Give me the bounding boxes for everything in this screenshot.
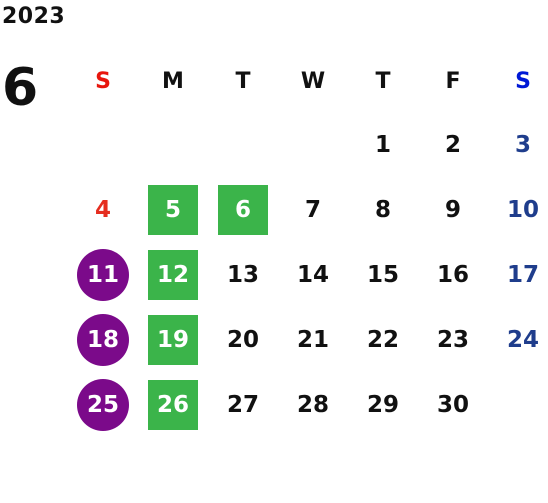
day-cell[interactable]: 13 [208, 242, 278, 307]
day-number: 28 [296, 391, 329, 418]
day-number: 14 [296, 261, 329, 288]
day-number: 8 [374, 196, 391, 223]
day-number: 11 [77, 248, 129, 301]
day-cell-empty [138, 112, 208, 177]
day-number: 16 [436, 261, 469, 288]
day-cell[interactable]: 1 [348, 112, 418, 177]
day-number: 5 [148, 184, 198, 235]
day-number: 22 [366, 326, 399, 353]
day-cell-empty [208, 112, 278, 177]
day-cell[interactable]: 7 [278, 177, 348, 242]
day-number: 25 [77, 378, 129, 431]
weekday-tuesday: T [235, 68, 251, 94]
day-cell[interactable]: 9 [418, 177, 488, 242]
day-number: 2 [444, 131, 461, 158]
month-number: 6 [2, 58, 39, 118]
day-cell-empty [68, 112, 138, 177]
day-number: 12 [148, 249, 198, 300]
day-number: 23 [436, 326, 469, 353]
day-number: 13 [226, 261, 259, 288]
day-number: 18 [77, 313, 129, 366]
day-cell-sunday[interactable]: 4 [68, 177, 138, 242]
day-number: 3 [514, 131, 531, 158]
day-cell-empty [278, 112, 348, 177]
weekday-wednesday: W [300, 68, 326, 94]
day-number: 30 [436, 391, 469, 418]
day-cell-empty [488, 372, 548, 437]
day-number: 17 [506, 261, 539, 288]
day-cell[interactable]: 30 [418, 372, 488, 437]
day-number: 6 [218, 184, 268, 235]
day-cell[interactable]: 21 [278, 307, 348, 372]
weekday-thursday: T [375, 68, 391, 94]
day-number: 27 [226, 391, 259, 418]
year-label: 2023 [2, 4, 66, 29]
day-cell-highlighted-purple[interactable]: 25 [68, 372, 138, 437]
day-cell-highlighted-green[interactable]: 6 [208, 177, 278, 242]
day-cell[interactable]: 2 [418, 112, 488, 177]
day-number: 21 [296, 326, 329, 353]
day-cell-highlighted-green[interactable]: 19 [138, 307, 208, 372]
calendar-grid: S M T W T F S 1 2 3 4 5 6 7 8 9 10 11 12… [68, 50, 548, 437]
day-cell-saturday[interactable]: 17 [488, 242, 548, 307]
day-number: 9 [444, 196, 461, 223]
day-number: 10 [506, 196, 539, 223]
day-cell[interactable]: 29 [348, 372, 418, 437]
day-cell[interactable]: 14 [278, 242, 348, 307]
day-cell[interactable]: 22 [348, 307, 418, 372]
day-number: 7 [304, 196, 321, 223]
day-cell[interactable]: 15 [348, 242, 418, 307]
weekday-monday: M [162, 68, 184, 94]
day-number: 19 [148, 314, 198, 365]
day-cell-highlighted-green[interactable]: 26 [138, 372, 208, 437]
day-cell-highlighted-purple[interactable]: 18 [68, 307, 138, 372]
day-cell-highlighted-purple[interactable]: 11 [68, 242, 138, 307]
day-cell-saturday[interactable]: 3 [488, 112, 548, 177]
day-cell-saturday[interactable]: 10 [488, 177, 548, 242]
day-number: 29 [366, 391, 399, 418]
day-cell[interactable]: 16 [418, 242, 488, 307]
day-cell[interactable]: 28 [278, 372, 348, 437]
day-number: 4 [94, 196, 111, 223]
day-cell[interactable]: 20 [208, 307, 278, 372]
day-cell[interactable]: 8 [348, 177, 418, 242]
day-number: 15 [366, 261, 399, 288]
day-cell-highlighted-green[interactable]: 5 [138, 177, 208, 242]
day-cell-saturday[interactable]: 24 [488, 307, 548, 372]
day-number: 26 [148, 379, 198, 430]
weekday-saturday: S [515, 68, 531, 94]
day-number: 20 [226, 326, 259, 353]
day-number: 1 [374, 131, 391, 158]
weekday-sunday: S [95, 68, 111, 94]
day-cell[interactable]: 23 [418, 307, 488, 372]
day-cell[interactable]: 27 [208, 372, 278, 437]
day-number: 24 [506, 326, 539, 353]
weekday-friday: F [445, 68, 461, 94]
day-cell-highlighted-green[interactable]: 12 [138, 242, 208, 307]
